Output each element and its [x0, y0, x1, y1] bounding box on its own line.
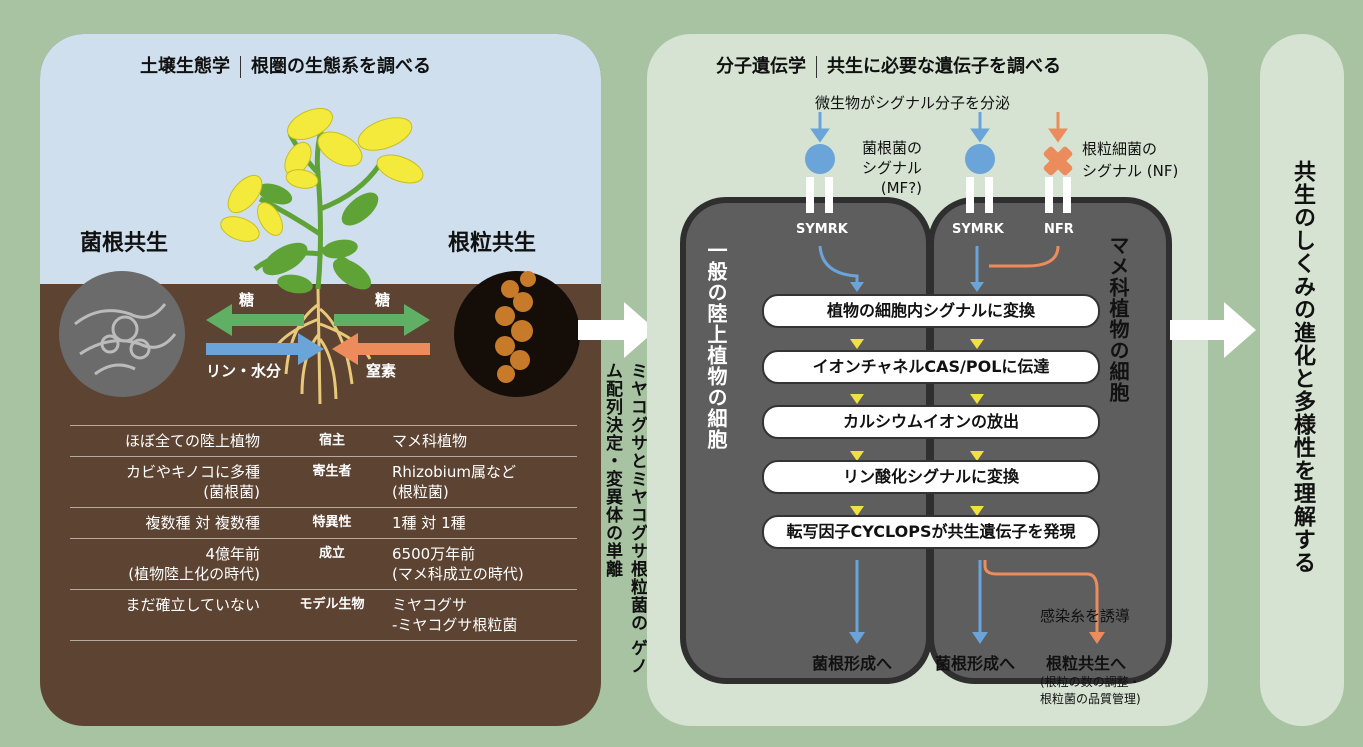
genome-note: ミヤコグサとミヤコグサ根粒菌の ゲノム配列決定・変異体の単離 [600, 362, 650, 692]
step-1: 植物の細胞内シグナルに変換 [762, 294, 1100, 328]
mid-title-topic: 共生に必要な遺伝子を調べる [827, 56, 1061, 77]
legume-cell [928, 197, 1172, 684]
mycorrhiza-cell-line: 複数種 対 複数種 [145, 514, 260, 532]
mycorrhiza-cell: 複数種 対 複数種 [70, 507, 282, 539]
step-5: 転写因子CYCLOPSが共生遺伝子を発現 [762, 515, 1100, 549]
nfr-label: NFR [1044, 222, 1074, 237]
symrk-label-2: SYMRK [952, 222, 1004, 237]
mycorrhiza-cell-line: まだ確立していない [125, 596, 260, 614]
nodule-note-line-2: 根粒菌の品質管理) [1040, 692, 1141, 706]
nitrogen-label: 窒素 [366, 362, 397, 380]
general-cell-label: 一般の陸上植物の細胞 [704, 240, 728, 450]
flow-arrow-2 [1170, 302, 1256, 358]
nf-line-2: シグナル (NF) [1082, 162, 1179, 180]
output-nodule: 根粒共生へ [1046, 654, 1127, 673]
nodule-note-line-1: (根粒の数の調整・ [1040, 675, 1141, 689]
plant-illustration [59, 107, 580, 405]
nodule-cell-line: 6500万年前 [392, 545, 476, 563]
nf-signal-label: 根粒細菌の シグナル (NF) [1082, 138, 1178, 182]
nitrogen-arrow [332, 333, 430, 365]
sugar-arrow-left [206, 304, 304, 336]
nodule-cell: マメ科植物 [382, 425, 577, 457]
mycorrhiza-label: 菌根共生 [80, 231, 169, 256]
left-title-topic: 根圏の生態系を調べる [251, 56, 431, 77]
nf-line-1: 根粒細菌の [1082, 140, 1158, 158]
mf-line-2: シグナル [862, 159, 923, 177]
phosphorus-label: リン・水分 [206, 362, 282, 380]
flow-arrow-1 [578, 302, 656, 358]
mid-title-field: 分子遺伝学 [716, 56, 806, 77]
nodule-cell-line: (マメ科成立の時代) [392, 565, 524, 583]
nodule-cell-line: Rhizobium属など [392, 463, 516, 481]
infection-label: 感染糸を誘導 [1040, 607, 1131, 625]
nodule-cell: ミヤコグサ -ミヤコグサ根粒菌 [382, 589, 577, 641]
nodule-cell: Rhizobium属など (根粒菌) [382, 456, 577, 508]
symrk-label-1: SYMRK [796, 222, 848, 237]
step-3: カルシウムイオンの放出 [762, 405, 1100, 439]
nodule-cell: 6500万年前 (マメ科成立の時代) [382, 538, 577, 590]
comparison-row: 複数種 対 複数種 特異性 1種 対 1種 [70, 507, 577, 539]
signal-pathway-graphics [805, 112, 1105, 644]
mycorrhiza-cell: カビやキノコに多種 (菌根菌) [70, 456, 282, 508]
step-4: リン酸化シグナルに変換 [762, 460, 1100, 494]
mycorrhiza-cell: ほぼ全ての陸上植物 [70, 425, 282, 457]
mf-line-1: 菌根菌の [862, 139, 923, 157]
attribute-cell: 宿主 [282, 425, 382, 457]
mycorrhiza-cell: まだ確立していない [70, 589, 282, 641]
genome-note-text: ミヤコグサとミヤコグサ根粒菌の ゲノム配列決定・変異体の単離 [602, 362, 647, 675]
nodule-cell-line: 1種 対 1種 [392, 514, 466, 532]
attribute-cell: モデル生物 [282, 589, 382, 641]
mid-panel-title: 分子遺伝学共生に必要な遺伝子を調べる [716, 52, 1061, 78]
mycorrhiza-cell-line: カビやキノコに多種 [126, 463, 260, 481]
mycorrhiza-cell: 4億年前 (植物陸上化の時代) [70, 538, 282, 590]
nodule-cell: 1種 対 1種 [382, 507, 577, 539]
output-nodule-note: (根粒の数の調整・ 根粒菌の品質管理) [1040, 674, 1141, 708]
mf-signal-label: 菌根菌の シグナル (MF?) [862, 138, 922, 198]
phosphorus-arrow [206, 333, 324, 365]
mycorrhiza-cell-line: (菌根菌) [203, 483, 260, 501]
mycorrhiza-cell-line: ほぼ全ての陸上植物 [124, 432, 260, 450]
mf-line-3: (MF?) [880, 179, 923, 197]
mycorrhiza-cell-line: (植物陸上化の時代) [128, 565, 260, 583]
mycorrhiza-cell-line: 4億年前 [205, 545, 260, 563]
secrete-label: 微生物がシグナル分子を分泌 [815, 94, 1011, 112]
step-2: イオンチャネルCAS/POLに伝達 [762, 350, 1100, 384]
conclusion-panel [1260, 34, 1344, 726]
nodule-cell-line: -ミヤコグサ根粒菌 [392, 616, 518, 634]
conclusion-text: 共生のしくみの進化と多様性を理解する [1290, 160, 1315, 574]
nodule-label: 根粒共生 [448, 231, 537, 256]
nodule-cell-line: (根粒菌) [392, 483, 449, 501]
comparison-row: ほぼ全ての陸上植物 宿主マメ科植物 [70, 425, 577, 457]
sugar-arrow-right [334, 304, 430, 336]
attribute-cell: 成立 [282, 538, 382, 590]
sugar-label-right: 糖 [375, 291, 391, 309]
comparison-row: 4億年前 (植物陸上化の時代) 成立 6500万年前 (マメ科成立の時代) [70, 538, 577, 590]
left-title-field: 土壌生態学 [140, 56, 230, 77]
nodule-cell-line: マメ科植物 [392, 432, 468, 450]
sugar-label-left: 糖 [239, 291, 255, 309]
legume-cell-label: マメ科植物の細胞 [1106, 235, 1130, 403]
attribute-cell: 特異性 [282, 507, 382, 539]
mycorrhiza-photo [59, 271, 185, 397]
comparison-row: カビやキノコに多種 (菌根菌) 寄生者 Rhizobium属など (根粒菌) [70, 456, 577, 508]
output-mycorrhiza-1: 菌根形成へ [812, 654, 893, 673]
attribute-cell: 寄生者 [282, 456, 382, 508]
left-panel-title: 土壌生態学根圏の生態系を調べる [140, 52, 431, 78]
comparison-row: まだ確立していない モデル生物ミヤコグサ -ミヤコグサ根粒菌 [70, 589, 577, 641]
output-mycorrhiza-2: 菌根形成へ [935, 654, 1016, 673]
nodule-cell-line: ミヤコグサ [392, 596, 468, 614]
